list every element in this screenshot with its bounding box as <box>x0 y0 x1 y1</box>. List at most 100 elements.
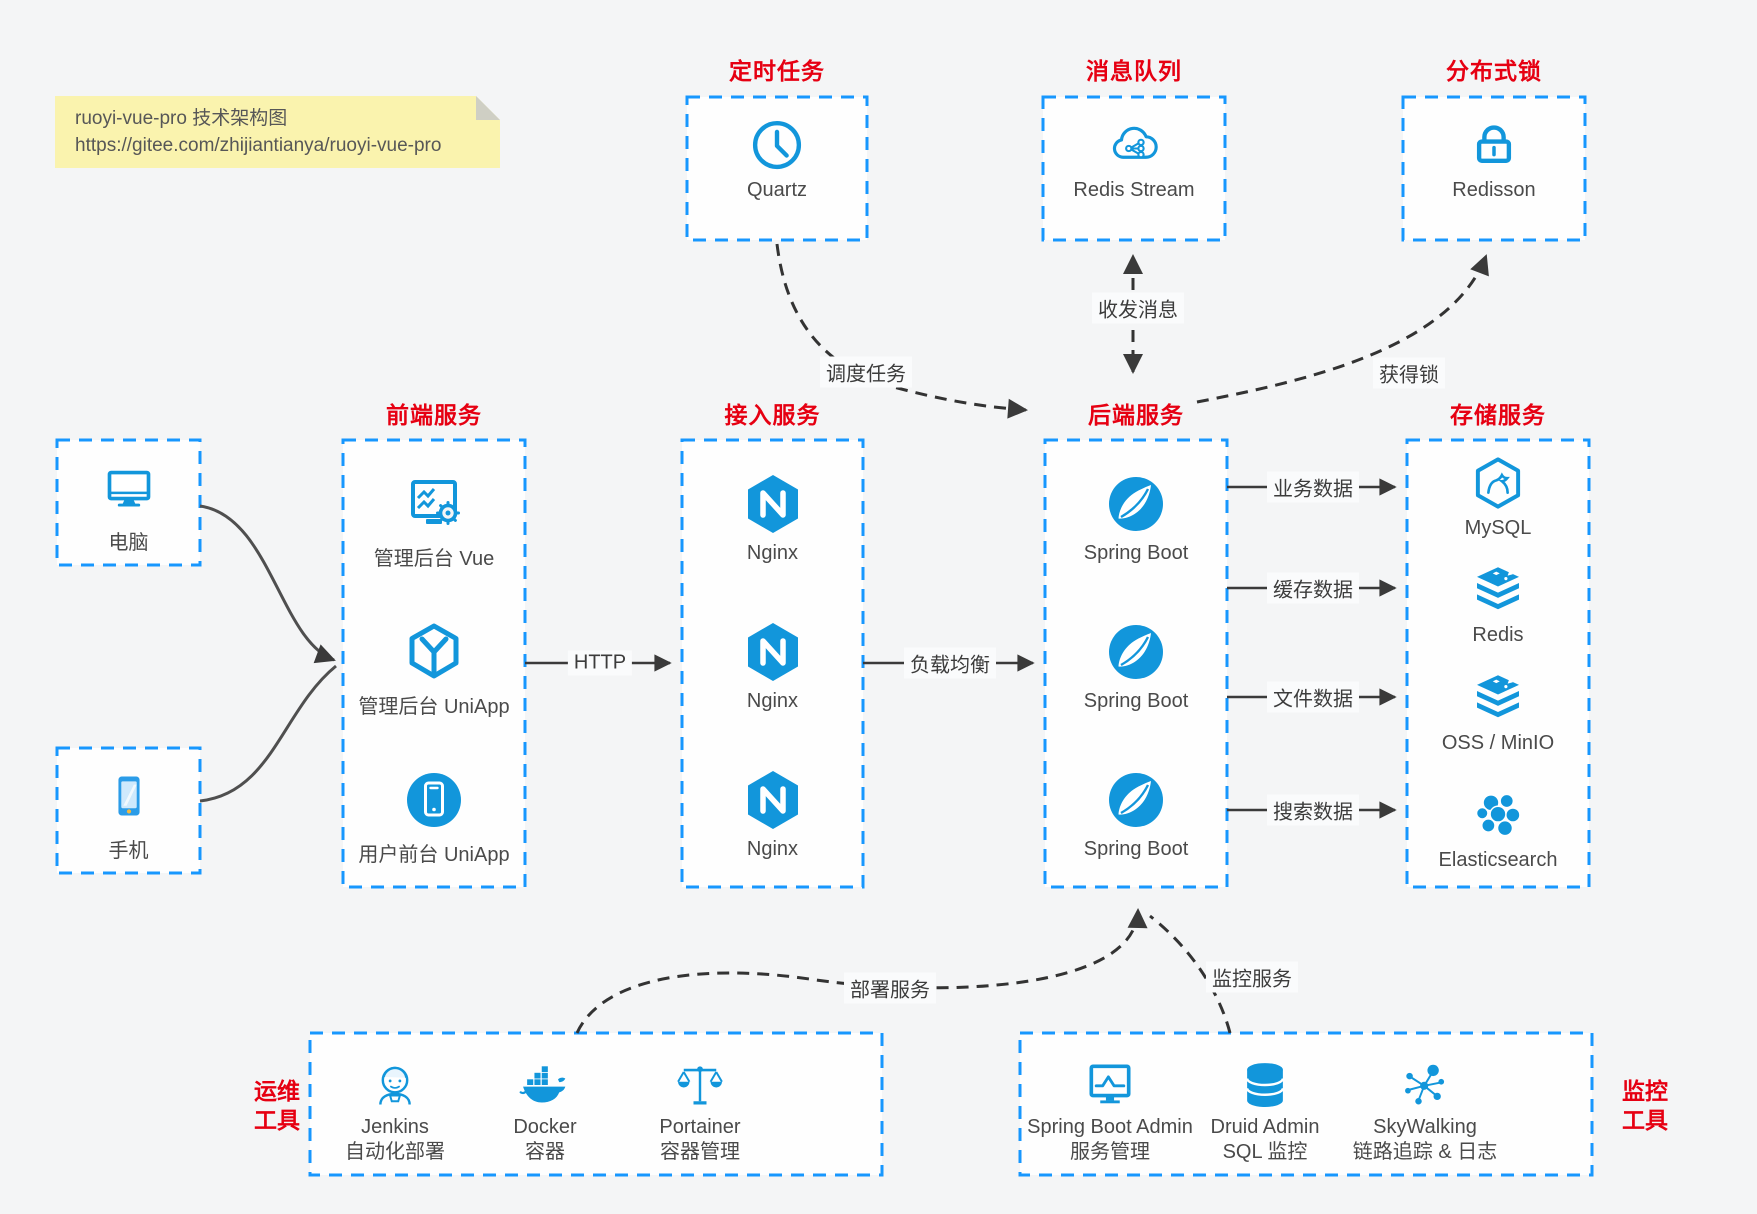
mq-box-outline <box>1041 95 1227 242</box>
elasticsearch-icon <box>1475 793 1521 837</box>
node-label: Spring Boot <box>1083 690 1189 712</box>
node-name: SkyWalking <box>1373 1116 1477 1138</box>
node-mysql: MySQL <box>1407 455 1589 540</box>
title-backend: 后端服务 <box>1088 402 1184 428</box>
edge-deploy-service <box>575 908 1148 1034</box>
node-label: Redis <box>1472 624 1524 646</box>
devops-side-title-line2: 工具 <box>254 1107 300 1133</box>
node-pc: 电脑 <box>57 462 200 555</box>
title-storage: 存储服务 <box>1450 402 1546 428</box>
edge-label-search-data: 搜索数据 <box>1267 794 1359 826</box>
node-user-uniapp: 用户前台 UniApp <box>343 768 525 867</box>
monitor-chart-icon <box>1089 1064 1131 1104</box>
node-label: Redis Stream <box>1073 179 1195 201</box>
mq-box: Redis Stream <box>1043 97 1225 240</box>
node-desc: 服务管理 <box>1070 1141 1150 1163</box>
scheduler-box: Quartz <box>687 97 867 240</box>
storage-box: MySQL Redis <box>1407 440 1589 887</box>
edge-label-deploy-service: 部署服务 <box>844 972 936 1004</box>
database-icon <box>1245 1063 1285 1107</box>
edge-acquire-lock <box>1196 254 1489 404</box>
edge-label-monitor-service: 监控服务 <box>1206 961 1298 993</box>
node-springboot-2: Spring Boot <box>1045 620 1227 713</box>
gateway-box: Nginx Nginx Nginx <box>682 440 863 887</box>
node-redisson: Redisson <box>1403 117 1585 202</box>
edge-label-http: HTTP <box>567 650 633 676</box>
cube-icon <box>409 623 459 679</box>
devops-side-title: 运维 工具 <box>245 1077 309 1135</box>
backend-box: Spring Boot Spring Boot Spring Boot <box>1045 440 1227 887</box>
node-label: 管理后台 Vue <box>373 548 495 570</box>
node-label: 管理后台 UniApp <box>358 696 510 718</box>
clock-icon <box>752 120 802 170</box>
monitoring-box-outline <box>1018 1031 1594 1177</box>
node-label: Nginx <box>746 690 799 712</box>
node-label: Spring Boot <box>1083 838 1189 860</box>
edge-label-acquire-lock: 获得锁 <box>1373 357 1445 389</box>
node-nginx-2: Nginx <box>682 620 863 713</box>
admin-vue-icon <box>411 480 460 525</box>
title-frontend: 前端服务 <box>386 402 482 428</box>
node-label: 用户前台 UniApp <box>358 844 510 866</box>
topology-icon <box>1405 1064 1445 1105</box>
dlock-box: Redisson <box>1403 97 1585 240</box>
node-label: MySQL <box>1464 517 1532 539</box>
node-name: Portainer <box>659 1116 741 1138</box>
node-name: Docker <box>513 1116 577 1138</box>
docker-icon <box>519 1066 566 1103</box>
node-label: Nginx <box>746 838 799 860</box>
mobile-app-icon <box>407 773 461 827</box>
title-dlock: 分布式锁 <box>1446 58 1542 84</box>
node-admin-uniapp: 管理后台 UniApp <box>343 620 525 719</box>
dlock-box-outline <box>1401 95 1587 242</box>
spring-icon <box>1109 625 1163 679</box>
node-springboot-admin: Spring Boot Admin 服务管理 <box>1010 1059 1210 1165</box>
lock-icon <box>1476 125 1512 163</box>
node-label: 手机 <box>108 840 149 862</box>
edge-pc-to-frontend <box>199 504 336 664</box>
title-mq: 消息队列 <box>1086 58 1182 84</box>
node-label: Spring Boot <box>1083 542 1189 564</box>
node-name: Jenkins <box>361 1116 429 1138</box>
node-desc: 容器管理 <box>660 1141 740 1163</box>
nginx-icon <box>747 475 798 533</box>
node-label: 电脑 <box>108 532 149 554</box>
node-label: Quartz <box>746 179 808 201</box>
node-quartz: Quartz <box>687 117 867 202</box>
node-elasticsearch: Elasticsearch <box>1407 787 1589 872</box>
spring-icon <box>1109 477 1163 531</box>
title-scheduler: 定时任务 <box>729 58 825 84</box>
layers-icon <box>1477 675 1519 718</box>
note-url: https://gitee.com/zhijiantianya/ruoyi-vu… <box>75 135 442 156</box>
node-druid-admin: Druid Admin SQL 监控 <box>1165 1059 1365 1165</box>
layers-icon <box>1477 567 1519 610</box>
node-docker: Docker 容器 <box>460 1059 630 1165</box>
node-redis: Redis <box>1407 562 1589 647</box>
edge-label-file-data: 文件数据 <box>1267 681 1359 713</box>
pc-box: 电脑 <box>57 440 200 565</box>
node-name: Spring Boot Admin <box>1027 1116 1193 1138</box>
edge-label-load-balance: 负载均衡 <box>904 647 996 679</box>
devops-side-title-line1: 运维 <box>254 1078 300 1104</box>
edge-label-cache-data: 缓存数据 <box>1267 572 1359 604</box>
edge-label-send-receive-msg: 收发消息 <box>1092 292 1184 324</box>
node-redis-stream: Redis Stream <box>1043 117 1225 202</box>
mysql-icon <box>1475 457 1521 509</box>
node-jenkins: Jenkins 自动化部署 <box>310 1059 480 1165</box>
nginx-icon <box>747 771 798 829</box>
edge-label-schedule-task: 调度任务 <box>820 356 912 388</box>
node-portainer: Portainer 容器管理 <box>615 1059 785 1165</box>
node-name: Druid Admin <box>1210 1116 1320 1138</box>
node-phone: 手机 <box>57 770 200 863</box>
devops-box-outline <box>308 1031 884 1177</box>
monitoring-box: Spring Boot Admin 服务管理 Druid Admin SQL 监… <box>1020 1033 1592 1175</box>
monitoring-side-title-line2: 工具 <box>1622 1107 1668 1133</box>
cloud-share-icon <box>1112 126 1158 159</box>
node-admin-vue: 管理后台 Vue <box>343 472 525 571</box>
node-label: Redisson <box>1452 179 1536 201</box>
node-desc: SQL 监控 <box>1222 1141 1308 1163</box>
frontend-box: 管理后台 Vue 管理后台 UniApp 用户前台 UniApp <box>343 440 525 887</box>
title-gateway: 接入服务 <box>724 402 821 428</box>
node-desc: 容器 <box>525 1141 565 1163</box>
